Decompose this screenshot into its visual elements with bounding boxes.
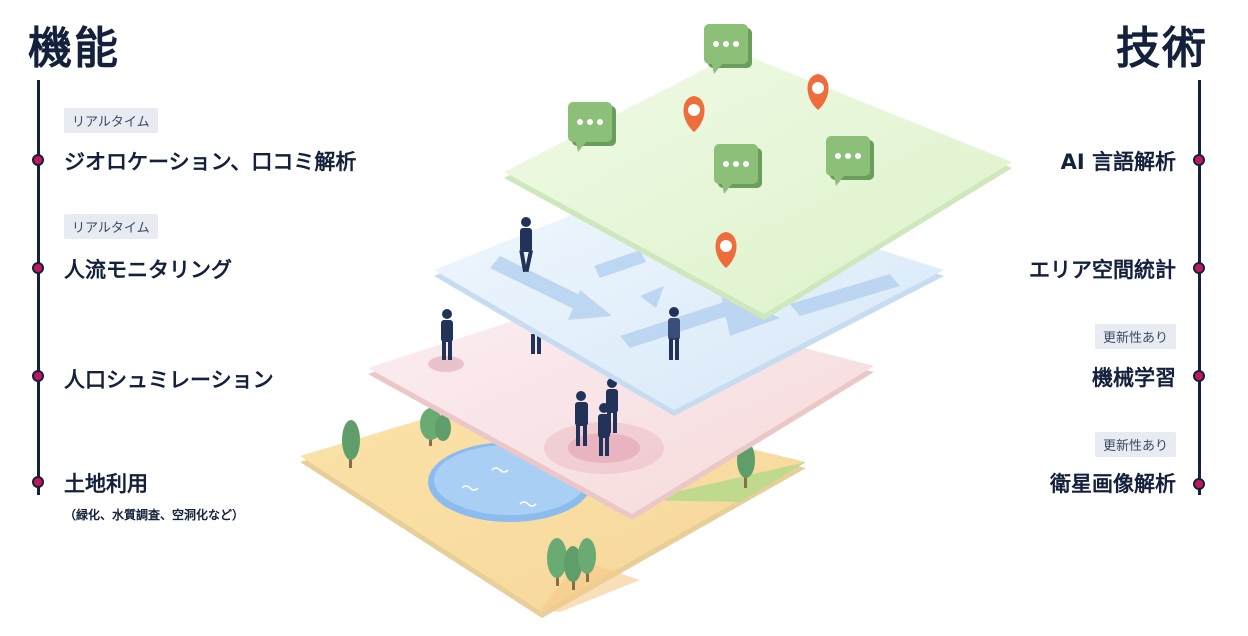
technology-3-badge: 更新性あり <box>1094 324 1176 349</box>
technologies-title: 技術 <box>1116 23 1208 74</box>
person-group-icon <box>575 378 618 456</box>
technology-1-dot <box>1193 154 1205 166</box>
map-pin-icon <box>807 74 829 110</box>
tree-icon <box>342 420 360 468</box>
functions-title: 機能 <box>28 23 120 74</box>
tree-icon <box>420 408 451 446</box>
function-1-dot <box>32 154 44 166</box>
chat-bubble-icon <box>568 102 616 152</box>
function-2-dot <box>32 262 44 274</box>
function-4-sub: （緑化、水質調査、空洞化など） <box>64 508 245 522</box>
layered-map-illustration <box>300 24 1012 618</box>
function-4-dot <box>32 476 44 488</box>
technology-2-label: エリア空間統計 <box>1029 258 1176 282</box>
chat-bubble-icon <box>704 24 752 74</box>
technology-4-badge: 更新性あり <box>1094 432 1176 457</box>
chat-bubble-icon <box>826 136 874 186</box>
technology-1-label: AI 言語解析 <box>1060 150 1176 174</box>
technology-3-label: 機械学習 <box>1092 366 1176 390</box>
function-1-label: ジオロケーション、口コミ解析 <box>64 150 357 174</box>
walking-person-icon <box>519 217 534 273</box>
person-icon <box>441 309 453 360</box>
person-icon <box>531 334 541 354</box>
function-1-badge: リアルタイム <box>64 108 158 133</box>
geolocation-layer <box>504 24 1012 320</box>
function-2-badge: リアルタイム <box>64 214 158 239</box>
walking-person-icon <box>668 307 680 360</box>
function-4-label: 土地利用 <box>64 472 148 496</box>
technology-4-label: 衛星画像解析 <box>1050 472 1176 496</box>
function-3-dot <box>32 370 44 382</box>
map-pin-icon <box>683 96 705 132</box>
technology-3-dot <box>1193 370 1205 382</box>
function-3-label: 人口シュミレーション <box>64 368 274 392</box>
tree-cluster-icon <box>547 538 596 590</box>
functions-timeline <box>37 80 40 495</box>
technologies-timeline <box>1198 80 1201 495</box>
chat-bubble-icon <box>714 144 762 194</box>
technology-4-dot <box>1193 478 1205 490</box>
function-2-label: 人流モニタリング <box>64 258 232 282</box>
map-pin-icon <box>715 232 737 268</box>
technology-2-dot <box>1193 262 1205 274</box>
